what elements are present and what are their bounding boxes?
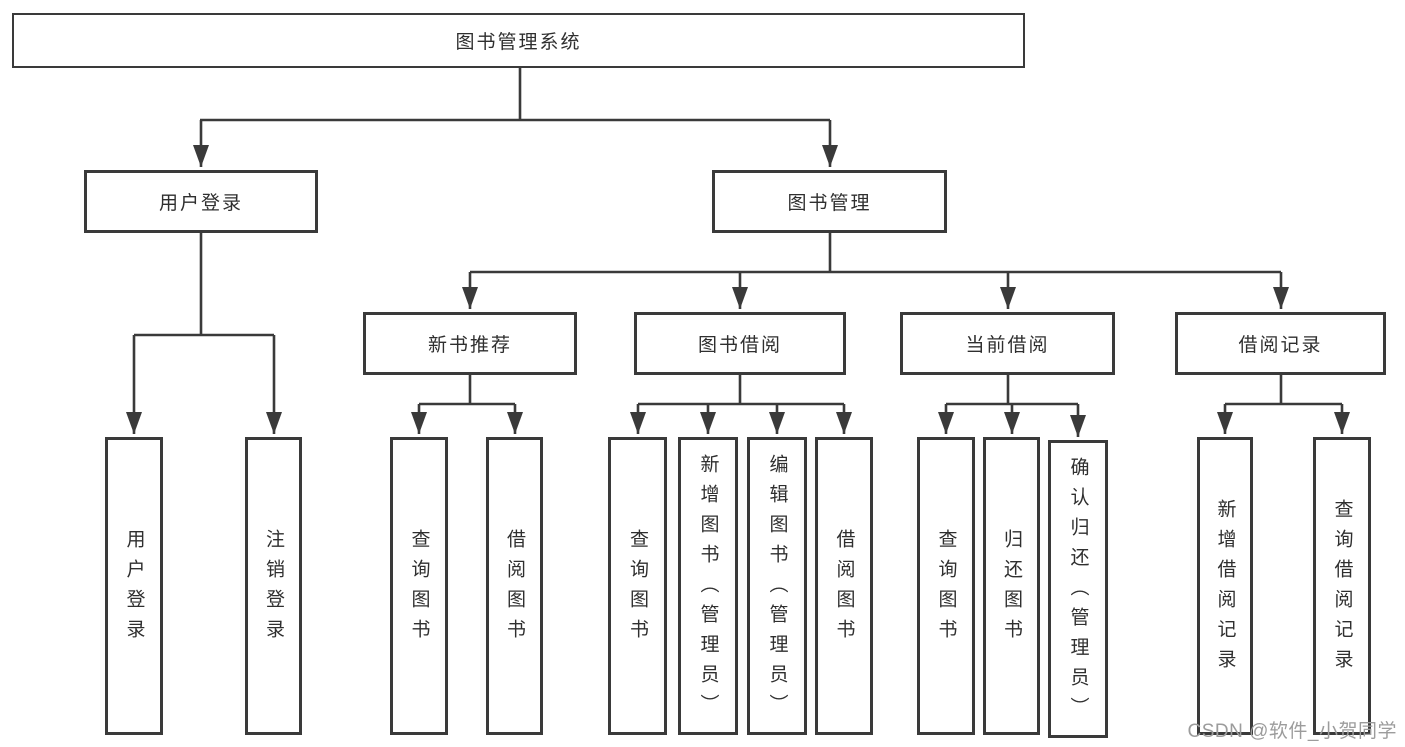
leaf-current-return-book: 归还图书 bbox=[983, 437, 1040, 735]
leaf-recommend-borrow-book: 借阅图书 bbox=[486, 437, 543, 735]
node-current-borrowing: 当前借阅 bbox=[900, 312, 1115, 375]
leaf-logout: 注销登录 bbox=[245, 437, 302, 735]
node-borrowing-records: 借阅记录 bbox=[1175, 312, 1386, 375]
leaf-user-login: 用户登录 bbox=[105, 437, 163, 735]
leaf-borrowing-edit-book-admin: 编辑图书（管理员） bbox=[747, 437, 807, 735]
node-root: 图书管理系统 bbox=[12, 13, 1025, 68]
watermark: CSDN @软件_小贺同学 bbox=[1187, 721, 1397, 742]
node-book-management: 图书管理 bbox=[712, 170, 947, 233]
leaf-recommend-query-book: 查询图书 bbox=[390, 437, 448, 735]
leaf-records-add-record: 新增借阅记录 bbox=[1197, 437, 1253, 735]
leaf-borrowing-borrow-book: 借阅图书 bbox=[815, 437, 873, 735]
leaf-current-query-book: 查询图书 bbox=[917, 437, 975, 735]
node-user-login: 用户登录 bbox=[84, 170, 318, 233]
leaf-borrowing-add-book-admin: 新增图书（管理员） bbox=[678, 437, 738, 735]
leaf-borrowing-query-book: 查询图书 bbox=[608, 437, 667, 735]
node-book-borrowing: 图书借阅 bbox=[634, 312, 846, 375]
node-new-book-recommend: 新书推荐 bbox=[363, 312, 577, 375]
leaf-records-query-record: 查询借阅记录 bbox=[1313, 437, 1371, 735]
leaf-current-confirm-return-admin: 确认归还（管理员） bbox=[1048, 440, 1108, 738]
